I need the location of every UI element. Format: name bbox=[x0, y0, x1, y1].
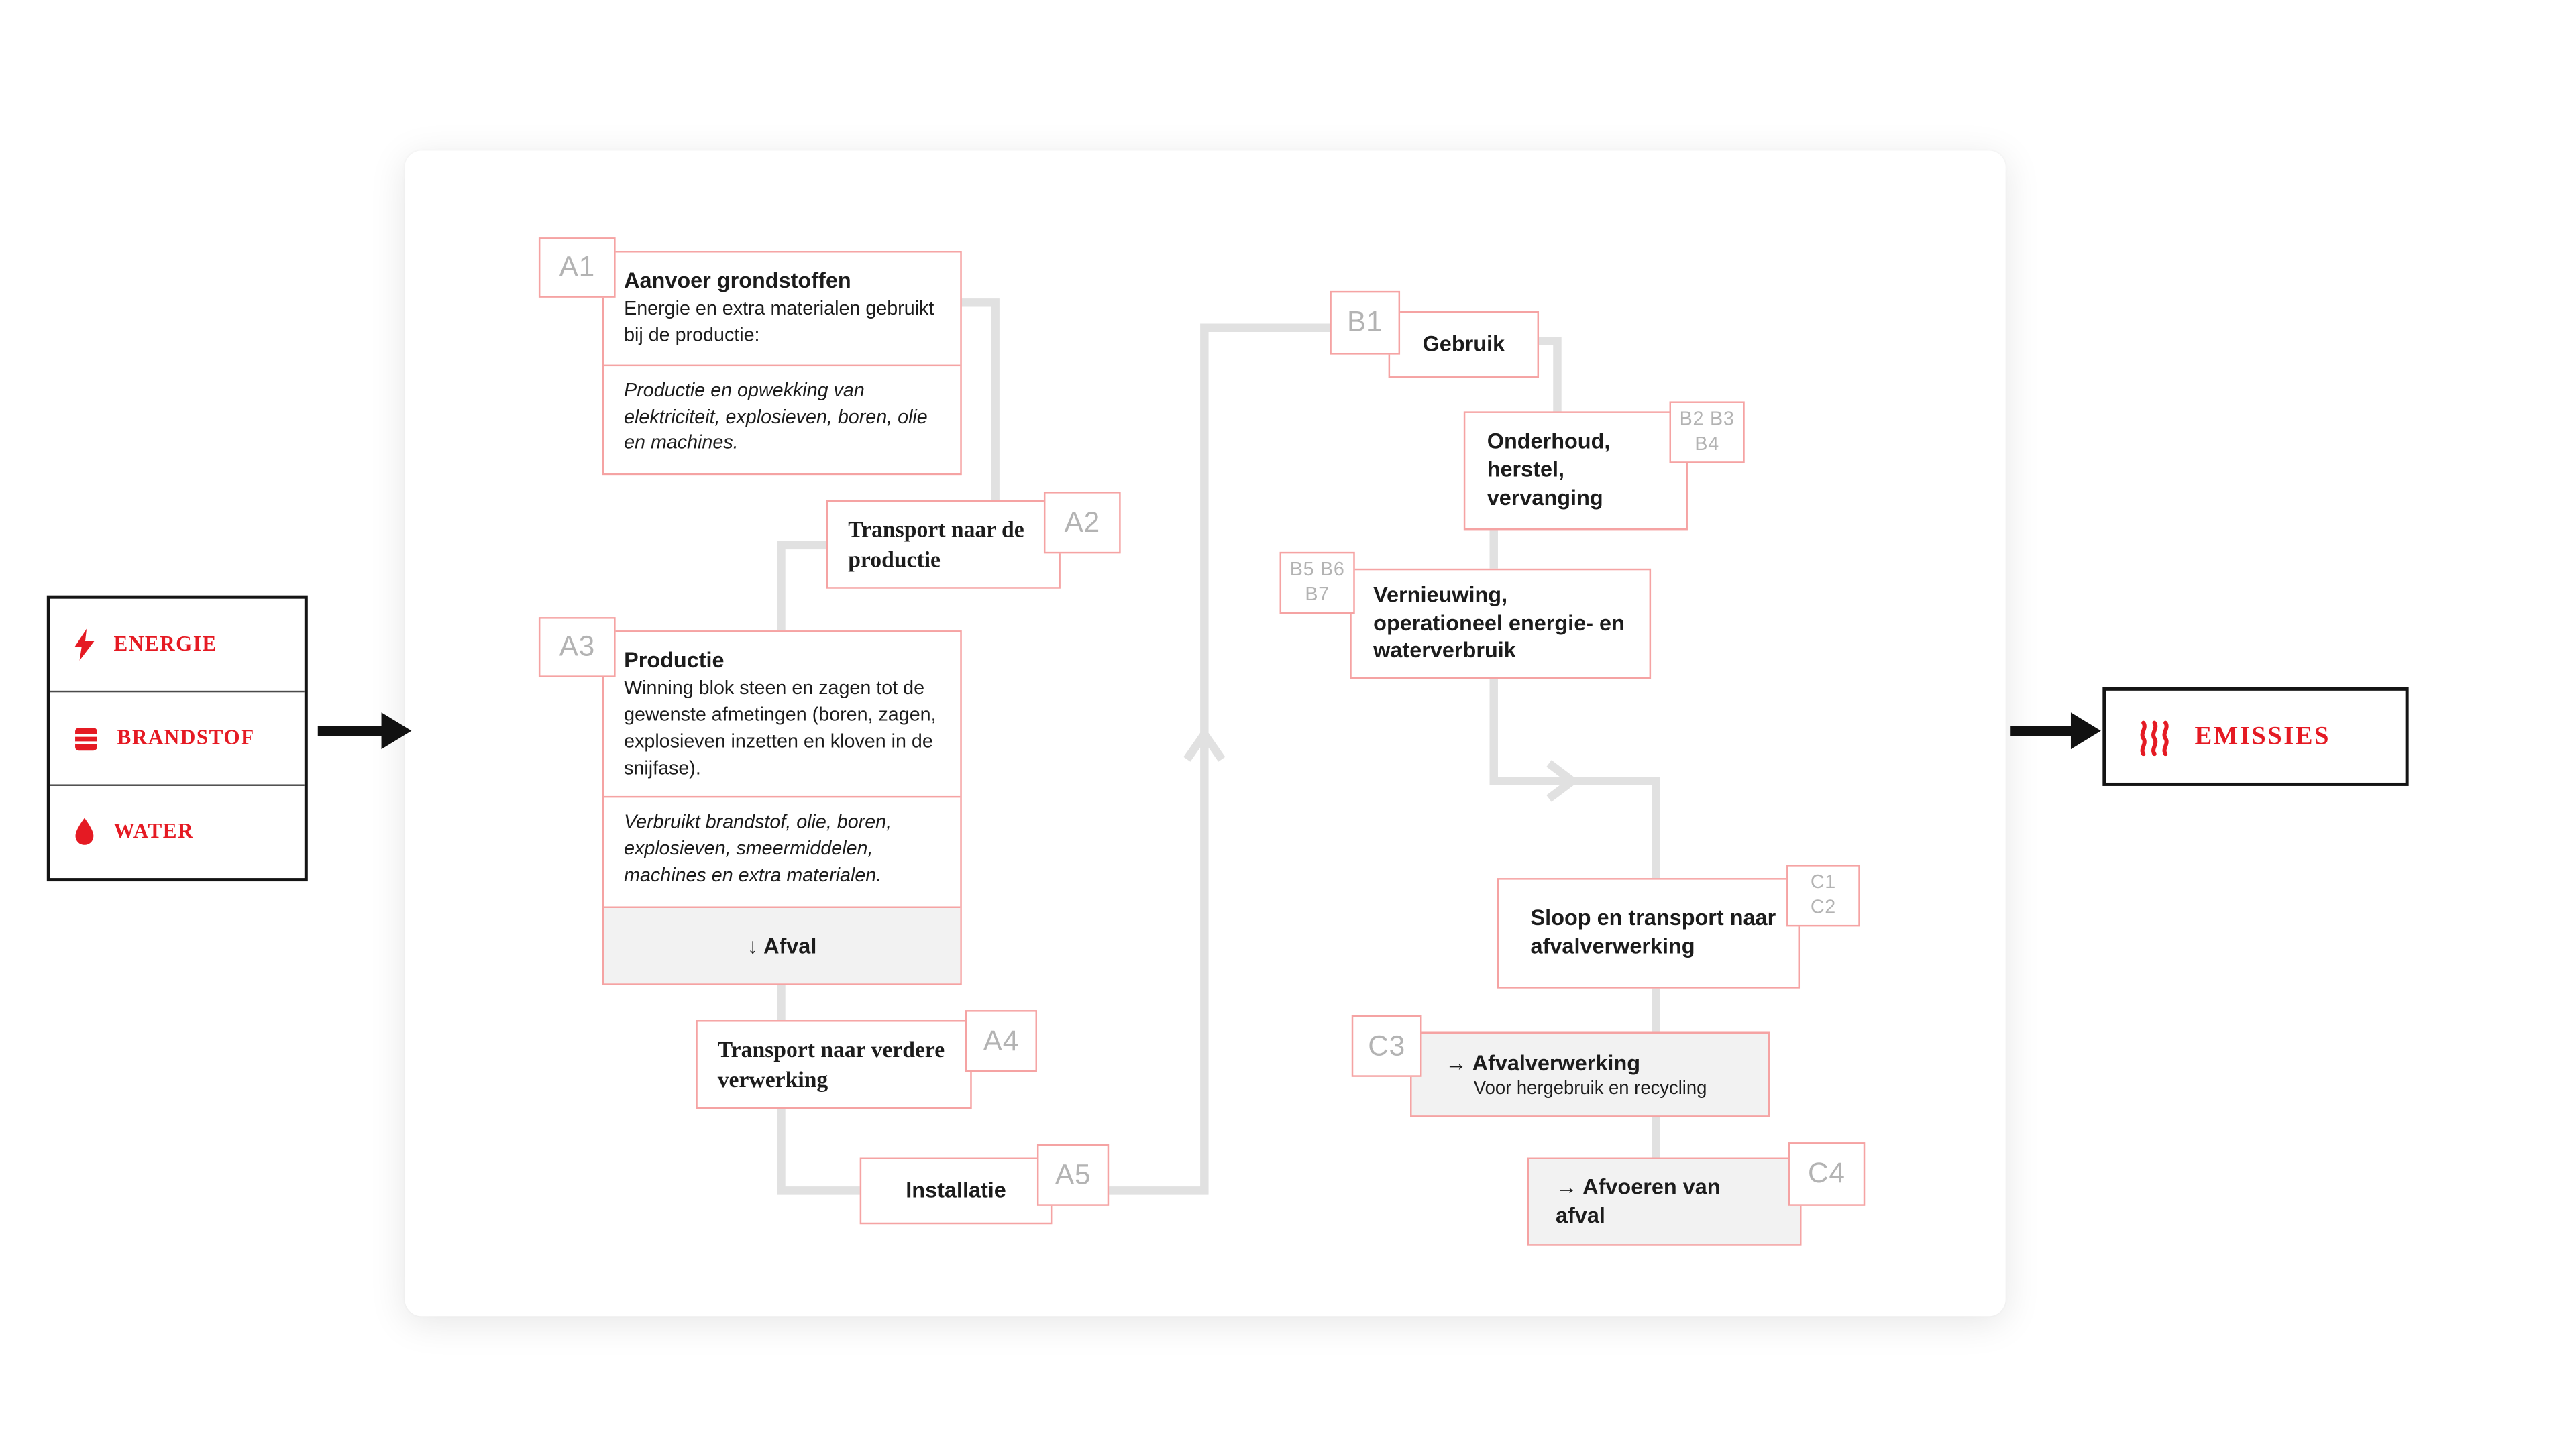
stage-b234-code: B2 B3 B4 bbox=[1669, 401, 1745, 463]
stage-a1-note: Productie en opwekking van elektriciteit… bbox=[604, 364, 961, 474]
stage-a3-content: Productie Winning blok steen en zagen to… bbox=[604, 632, 960, 797]
stage-a3-code: A3 bbox=[538, 617, 616, 677]
input-label-energie: ENERGIE bbox=[113, 632, 217, 656]
stage-b1-box: Gebruik bbox=[1388, 311, 1540, 378]
emissions-panel: EMISSIES bbox=[2102, 687, 2409, 786]
stage-c3-title: → Afvalverwerking bbox=[1445, 1050, 1641, 1076]
stage-c3-code: C3 bbox=[1351, 1015, 1422, 1077]
input-label-brandstof: BRANDSTOF bbox=[117, 726, 255, 750]
lightning-icon bbox=[74, 628, 95, 661]
stage-a4-box: Transport naar verdere verwerking bbox=[696, 1020, 972, 1109]
stage-a3-box: Productie Winning blok steen en zagen to… bbox=[602, 630, 962, 985]
stage-a1-body: Energie en extra materialen gebruikt bij… bbox=[624, 299, 934, 346]
stage-a5-box: Installatie bbox=[859, 1157, 1053, 1225]
input-row-brandstof: BRANDSTOF bbox=[50, 690, 305, 785]
stage-c4-box: → Afvoeren van afval bbox=[1527, 1157, 1802, 1246]
stage-c3-subtitle: Voor hergebruik en recycling bbox=[1473, 1078, 1707, 1099]
inputs-panel: ENERGIE BRANDSTOF WATER bbox=[46, 595, 308, 882]
stage-a1-content: Aanvoer grondstoffen Energie en extra ma… bbox=[604, 253, 960, 364]
stage-b567-box: Vernieuwing, operationeel energie- en wa… bbox=[1350, 568, 1652, 679]
output-label-emissies: EMISSIES bbox=[2194, 721, 2331, 750]
stage-a3-note: Verbruikt brandstof, olie, boren, explos… bbox=[604, 797, 961, 907]
stage-c12-code: C1 C2 bbox=[1786, 865, 1860, 927]
input-row-energie: ENERGIE bbox=[50, 599, 305, 691]
stage-a3-waste-band: ↓ Afval bbox=[604, 906, 961, 984]
heat-waves-icon bbox=[2136, 718, 2173, 755]
stage-a1-title: Aanvoer grondstoffen bbox=[624, 267, 851, 293]
stage-b567-code: B5 B6 B7 bbox=[1279, 551, 1355, 614]
stage-a2-box: Transport naar de productie bbox=[826, 500, 1061, 589]
stage-a1-box: Aanvoer grondstoffen Energie en extra ma… bbox=[602, 251, 962, 476]
fuel-barrel-icon bbox=[74, 725, 99, 752]
stage-c12-box: Sloop en transport naar afvalverwerking bbox=[1497, 878, 1801, 989]
stage-a3-body: Winning blok steen en zagen tot de gewen… bbox=[624, 679, 936, 779]
stage-a2-code: A2 bbox=[1043, 492, 1121, 554]
water-drop-icon bbox=[74, 818, 95, 846]
stage-a4-code: A4 bbox=[965, 1010, 1037, 1072]
output-arrow-head-icon bbox=[2070, 712, 2101, 750]
input-label-water: WATER bbox=[113, 819, 195, 843]
stage-a3-title: Productie bbox=[624, 647, 724, 673]
stage-c4-code: C4 bbox=[1788, 1142, 1866, 1206]
stage-a5-code: A5 bbox=[1036, 1144, 1110, 1206]
stage-b1-code: B1 bbox=[1330, 290, 1401, 355]
stage-b234-box: Onderhoud, herstel, vervanging bbox=[1463, 411, 1688, 531]
input-row-water: WATER bbox=[50, 784, 305, 878]
stage-c3-box: → Afvalverwerking Voor hergebruik en rec… bbox=[1410, 1031, 1770, 1117]
stage-a1-code: A1 bbox=[538, 237, 616, 298]
